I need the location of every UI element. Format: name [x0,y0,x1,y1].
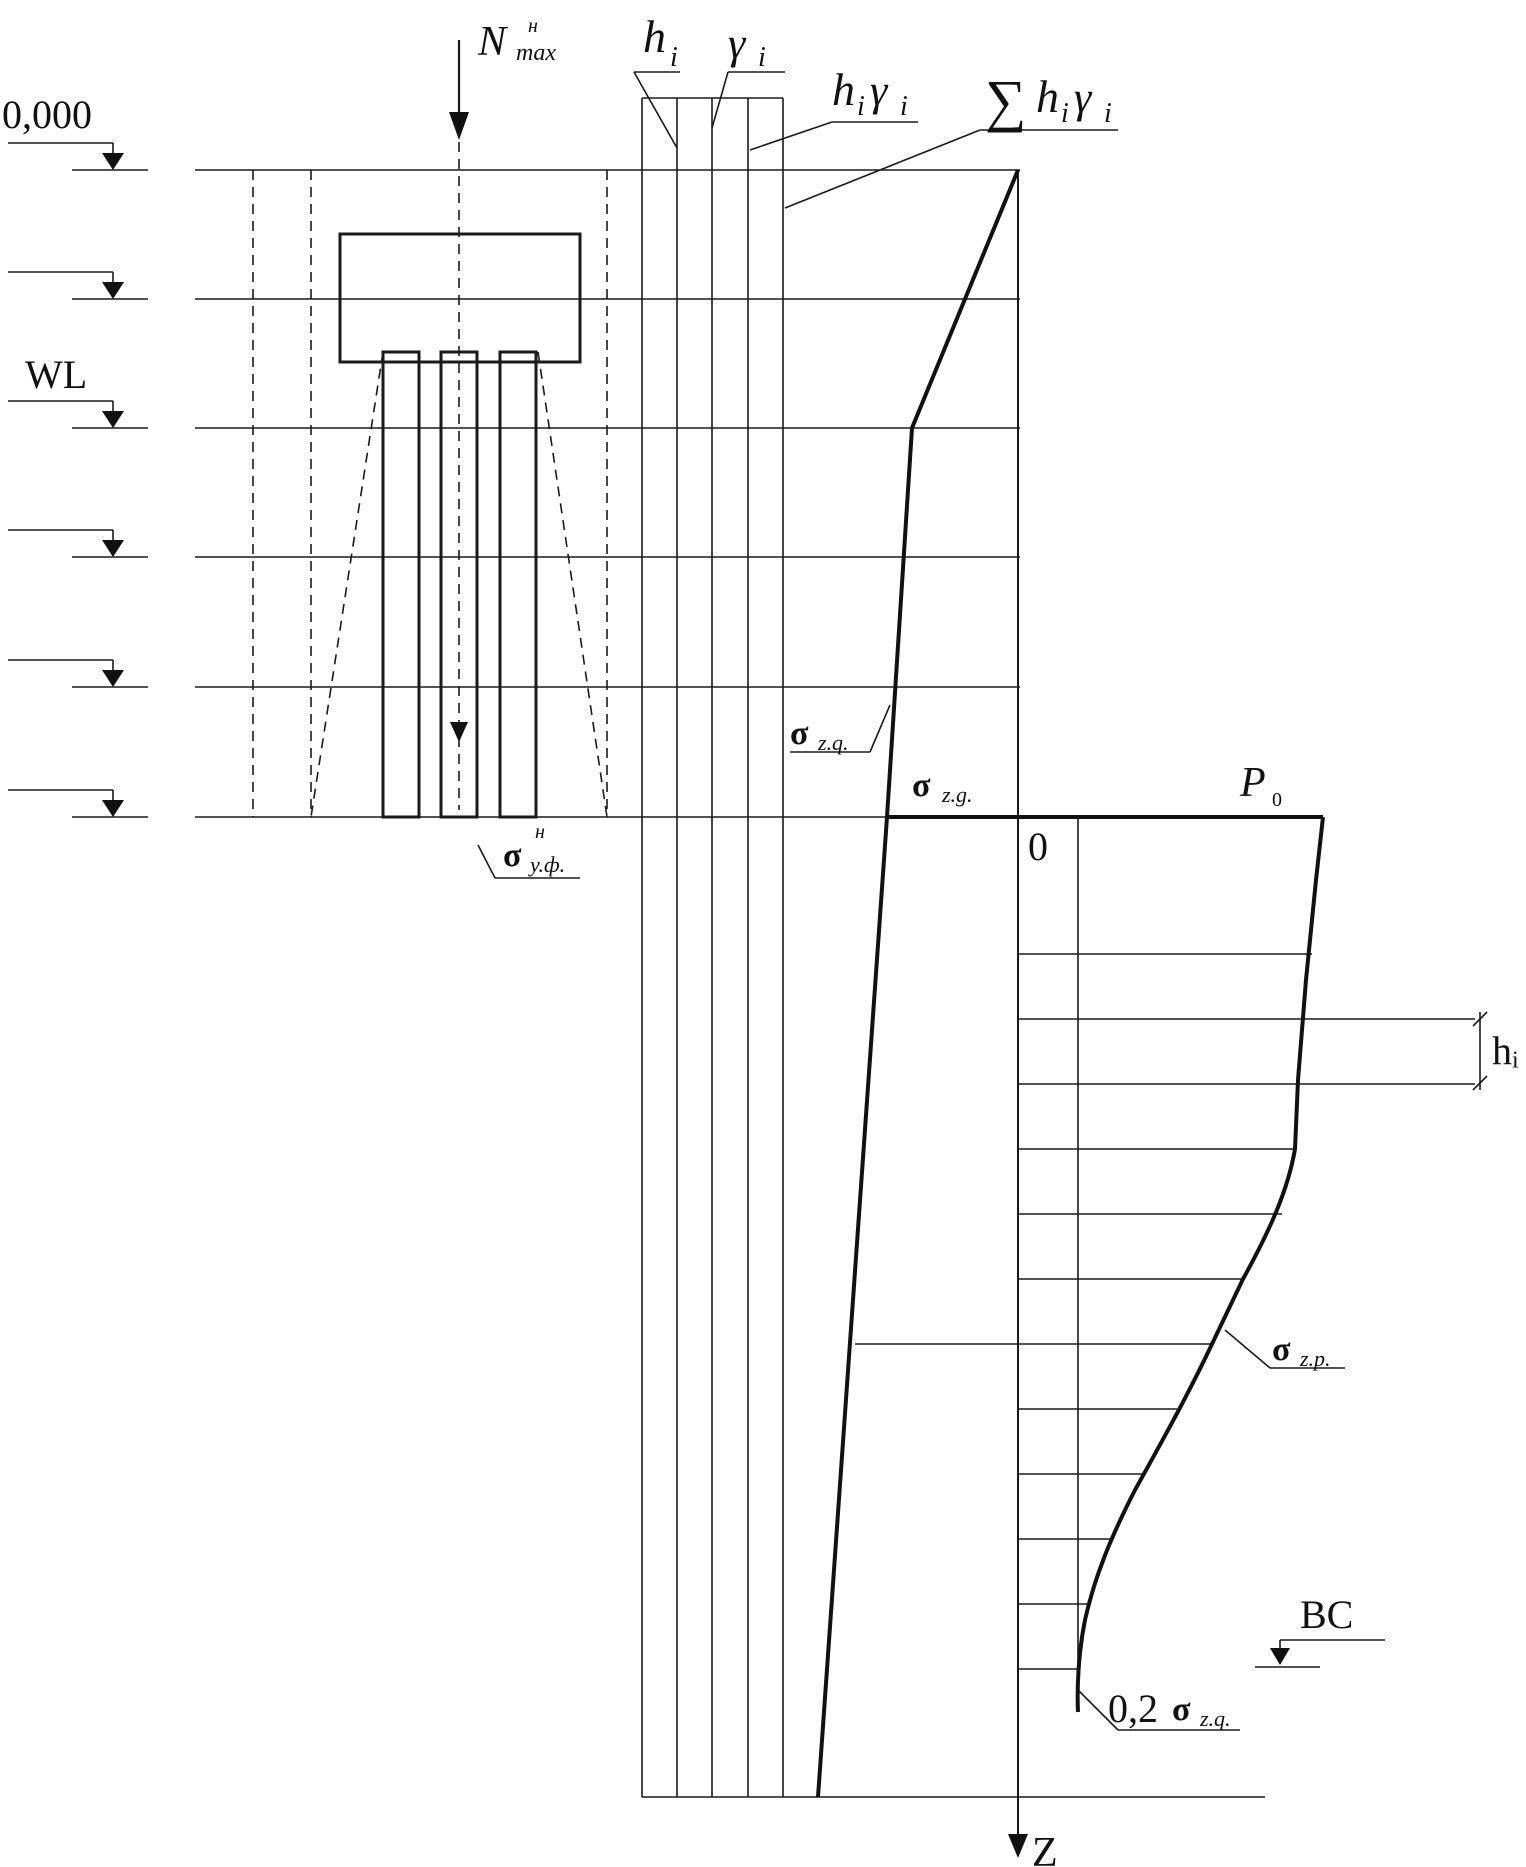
sigma-yf-subscript: y.ф. [528,852,565,877]
limit-coefficient: 0,2 [1108,1686,1158,1731]
col-hg-h: h [832,64,855,115]
limit-subscript: z.q. [1199,1706,1231,1731]
bc-level-mark: BC [1255,1592,1385,1668]
sigma-zp-curve [1075,816,1325,1713]
load-label: N н max [477,15,556,66]
load-symbol: N [477,19,508,65]
epure-sublayer-lines [1018,953,1475,1670]
hi-dimension: hᵢ [1472,1011,1519,1091]
level-mark-5 [8,659,148,688]
col-h-symbol: h [643,11,666,62]
col-header-h-gamma: h i γ i [749,64,918,151]
limit-sigma: σ [1172,1691,1191,1728]
level-mark-6 [8,789,148,818]
pile-right [498,350,538,819]
sigma-zq-symbol: σ [790,715,809,752]
layer-table [641,97,1265,1798]
p0-subscript: 0 [1272,789,1282,811]
sum-i2: i [1104,98,1112,129]
zero-label: 0 [1028,824,1048,869]
conditional-foundation [252,170,608,818]
col-hg-i2: i [900,91,908,122]
level-mark-zero [8,142,148,171]
stress-arrow-icon [450,722,468,742]
level-mark-4 [8,529,148,558]
col-hg-i1: i [857,91,865,122]
sigma-yf-superscript: н [535,821,545,843]
sigma-zg-label: σ z.g. [912,767,973,807]
pile-left [381,350,421,819]
sigma-zp-subscript: z.p. [1299,1346,1331,1371]
sum-symbol: ∑ [985,68,1026,133]
axis-z-arrow-icon [1008,1834,1028,1858]
col-h-index: i [670,42,678,73]
water-level-label: WL [25,352,87,397]
axis-z: Z [1008,170,1058,1867]
col-gamma-index: i [758,42,766,73]
sum-gamma: γ [1074,73,1093,122]
level-marks [8,142,148,818]
hi-dimension-label: hᵢ [1492,1028,1519,1073]
sigma-zp-symbol: σ [1272,1331,1291,1368]
pile-cap [338,232,582,364]
load-subscript: max [516,40,556,66]
axis-z-label: Z [1032,1830,1058,1867]
sigma-zp-label: σ z.p. [1224,1329,1345,1371]
load-axis [449,40,469,810]
limit-label: 0,2 σ z.q. [1077,1686,1240,1731]
load-superscript: н [528,15,538,37]
sum-h: h [1036,71,1059,122]
sigma-yf-label: σ н y.ф. [477,821,580,879]
level-mark-water [8,400,148,429]
sigma-yf-symbol: σ [503,837,522,874]
col-header-h: h i [633,11,680,149]
sigma-zq-line [816,169,1020,1798]
col-hg-gamma: γ [870,66,889,115]
sigma-zq-label: σ z.q. [790,704,891,755]
col-gamma-symbol: γ [728,19,747,68]
sigma-zq-subscript: z.q. [817,730,849,755]
sigma-zg-subscript: z.g. [941,782,973,807]
sigma-zg-symbol: σ [912,767,931,804]
p0-symbol: P [1239,760,1266,806]
sum-i1: i [1061,98,1069,129]
col-header-sum: ∑ h i γ i [784,68,1118,209]
p0-label: P 0 [1239,760,1282,811]
load-arrow-icon [449,112,469,140]
col-header-gamma: γ i [711,19,785,129]
level-zero-label: 0,000 [2,92,92,137]
bc-label: BC [1300,1592,1353,1637]
level-mark-2 [8,271,148,300]
